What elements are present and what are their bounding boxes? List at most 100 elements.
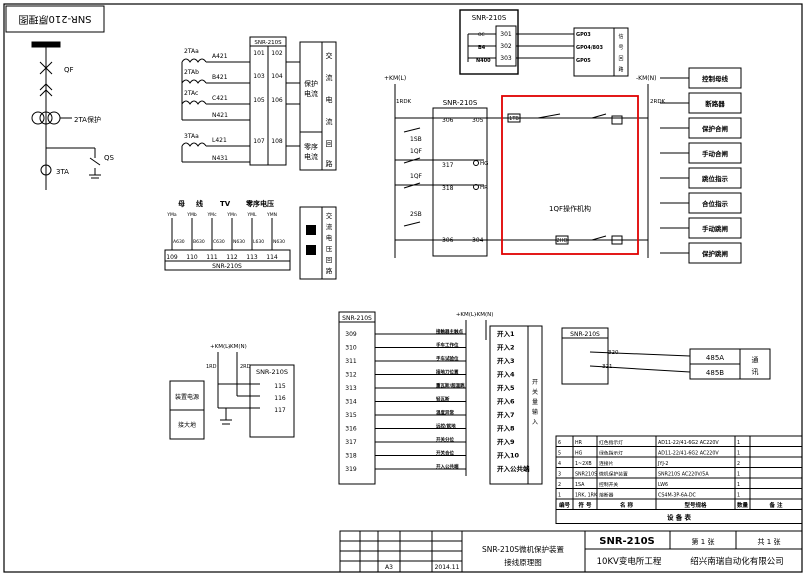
equip-cell: 1	[558, 493, 561, 499]
svg-text:OC: OC	[478, 32, 485, 38]
pt-wire-label: YMb	[186, 212, 197, 218]
ctrl-switch-2: 1QF	[410, 148, 423, 155]
equip-cell: 3	[558, 472, 561, 478]
ctrl-switch-4: 2SB	[410, 211, 422, 218]
ct-num-101: 101	[253, 50, 265, 57]
di-terminal-num: 318	[345, 453, 357, 460]
legend-label: 手动跳闸	[702, 224, 729, 233]
svg-text:1TB: 1TB	[509, 116, 519, 122]
di-input: 开入3	[497, 357, 515, 365]
di-label: 开关分位	[436, 436, 454, 443]
pt-terminal-num: 111	[206, 254, 218, 261]
earth-label: 接大地	[178, 421, 196, 429]
equip-cell: SNR210S	[575, 472, 597, 478]
svg-text:保护: 保护	[304, 79, 318, 88]
legend-label: 控制母线	[702, 74, 729, 83]
ctrl-bus-left: +KM(L)	[384, 75, 406, 82]
ct-block-header: SNR-210S	[254, 40, 282, 46]
svg-text:交: 交	[326, 51, 333, 60]
di-input: 开入4	[497, 371, 515, 379]
legend-label: 断路器	[705, 99, 725, 108]
equip-cell: LW6	[658, 482, 668, 488]
pt-wire-label: YMN	[266, 212, 277, 218]
ct-wire-6: N431	[212, 155, 228, 162]
di-terminal-num: 315	[345, 412, 357, 419]
equip-cell: 控制开关	[599, 481, 618, 488]
pt-wire-label: YMc	[206, 212, 217, 218]
equip-cell: 红色指示灯	[599, 439, 623, 446]
pt-terminal-num: 112	[226, 254, 238, 261]
svg-text:306: 306	[442, 117, 454, 124]
equip-cell: JYJ-2	[657, 461, 668, 467]
svg-text:路: 路	[618, 66, 623, 73]
equip-cell: 1~2XB	[575, 461, 592, 467]
svg-text:301: 301	[500, 31, 512, 38]
equip-cell: AD11-22/41-6G2 AC220V	[658, 440, 719, 446]
drawing-frame	[3, 3, 803, 573]
title-sheet: 第 1 张	[692, 537, 715, 546]
title-company: 绍兴南瑞自动化有限公司	[690, 556, 784, 567]
ctrl-switch-3: 1QF	[410, 173, 423, 180]
svg-text:零序电压: 零序电压	[245, 199, 274, 208]
svg-text:流: 流	[326, 117, 333, 126]
control-circuit	[394, 84, 649, 258]
pt-wire-label: YMa	[166, 212, 177, 218]
drawing-date: 2014.11	[435, 564, 460, 571]
svg-text:2HQ: 2HQ	[557, 238, 568, 244]
equip-header: 符 号	[579, 501, 592, 509]
ct-num-105: 105	[253, 97, 265, 104]
svg-text:320: 320	[608, 350, 619, 356]
ctrl-switch-1: 1SB	[410, 136, 422, 143]
ctrl-fuse-left: 1RDK	[396, 99, 412, 105]
pt-tag: C630	[213, 239, 225, 245]
svg-text:115: 115	[274, 383, 286, 390]
equip-cell: HG	[575, 451, 583, 457]
power-supply-label: 装置电源	[175, 393, 199, 401]
svg-text:GP05: GP05	[576, 58, 591, 64]
di-section-frame	[338, 311, 543, 485]
equip-cell: 1RK, 1RK	[575, 493, 598, 499]
di-bus-right: -KM(N)	[475, 312, 494, 318]
di-input: 开入7	[497, 411, 515, 419]
equip-cell: 绿色指示灯	[599, 450, 623, 457]
di-terminal-num: 313	[345, 385, 357, 392]
legend-label: 跳位指示	[702, 174, 729, 183]
svg-text:303: 303	[500, 55, 512, 62]
ct-wire-1: A421	[212, 53, 228, 60]
operating-mechanism-box: 1QF操作机构 1TB 2HQ	[501, 95, 639, 255]
svg-text:零序: 零序	[304, 142, 318, 151]
pt-terminal-num: 114	[266, 254, 278, 261]
di-label: 手车工作位	[436, 342, 459, 349]
zero-current-box: 零序 电流	[299, 131, 323, 171]
ct-coil-3: 2TAc	[184, 90, 198, 97]
top-title-block: SNR-210原理图	[5, 5, 105, 33]
ct-num-103: 103	[253, 73, 265, 80]
pt-columns: YMaA630109YMbB630110YMcC630111YMnN630112…	[166, 212, 285, 261]
pt-terminal-num: 109	[166, 254, 178, 261]
equip-cell: 5	[558, 451, 561, 457]
primary-column	[31, 41, 101, 190]
equip-border	[555, 435, 803, 524]
svg-text:流: 流	[326, 222, 333, 231]
di-label: 开关合位	[436, 450, 454, 457]
ct-coil-1: 2TAa	[184, 48, 199, 55]
di-label: 重瓦斯/超温跳	[436, 382, 465, 389]
ct-num-108: 108	[271, 138, 283, 145]
svg-text:关: 关	[532, 388, 538, 396]
drawing-title-1: SNR-210S微机保护装置	[482, 544, 565, 554]
pt-tag: B630	[193, 239, 205, 245]
di-terminal-num: 316	[345, 426, 357, 433]
ct-wire-4: N421	[212, 112, 228, 119]
svg-text:306: 306	[442, 237, 454, 244]
di-input: 开入2	[497, 344, 515, 352]
ct-coil-2: 2TAb	[184, 69, 199, 76]
svg-text:量: 量	[532, 399, 538, 406]
power-header: SNR-210S	[256, 368, 288, 376]
svg-text:交: 交	[326, 211, 333, 220]
svg-text:1RD: 1RD	[206, 364, 217, 370]
ct-num-106: 106	[271, 97, 283, 104]
equip-header: 名 称	[620, 501, 633, 509]
di-terminal-num: 309	[345, 331, 357, 338]
di-terminal-num: 312	[345, 372, 357, 379]
